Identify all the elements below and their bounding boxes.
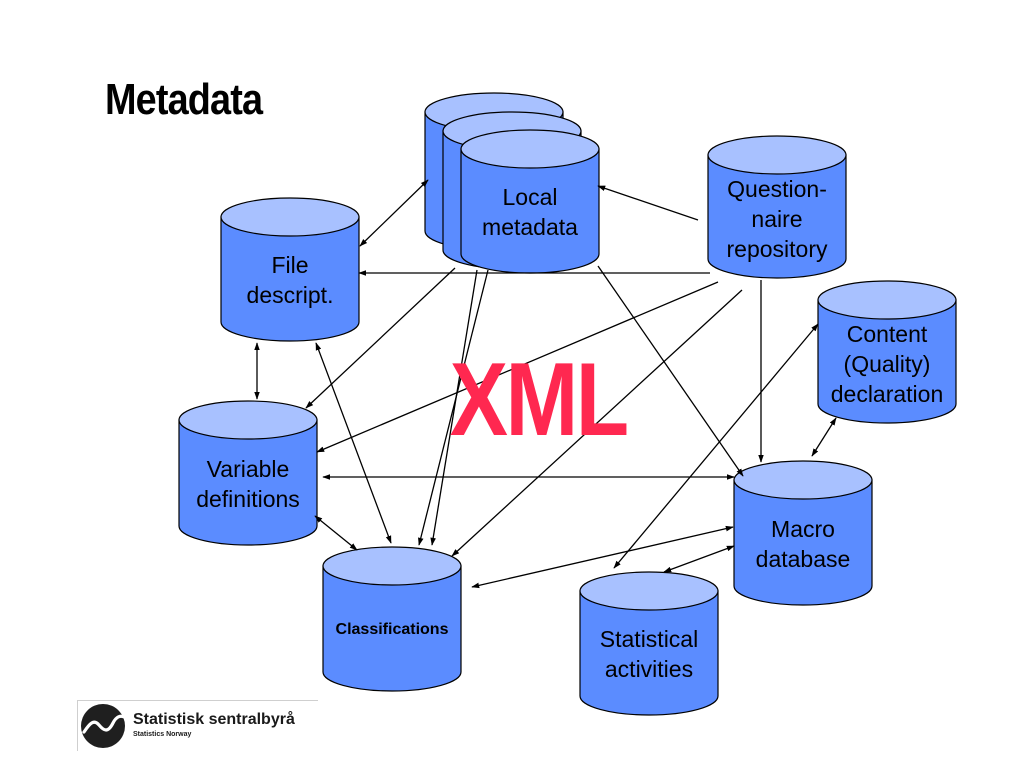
wave-logo-icon [81, 704, 126, 748]
label-variable-definitions: Variable definitions [196, 456, 300, 512]
cylinder-classifications [322, 546, 462, 692]
label-content-quality-declaration: Content (Quality) declaration [830, 321, 944, 407]
statistics-norway-logo: Statistisk sentralbyrå Statistics Norway [77, 700, 318, 751]
cylinder-content-quality-declaration [817, 280, 957, 424]
connector-file-descript-classifications [315, 342, 392, 544]
label-statistical-activities: Statistical activities [599, 626, 699, 682]
cylinder-variable-definitions [178, 400, 318, 546]
xml-watermark: XML [449, 342, 629, 458]
logo-subtitle: Statistics Norway [133, 731, 192, 738]
connector-questionnaire-to-local-metadata [597, 185, 699, 221]
label-local-metadata: Local metadata [482, 184, 578, 240]
label-questionnaire-repository: Question- naire repository [726, 176, 828, 262]
label-macro-database: Macro database [755, 516, 851, 572]
connector-statistical-activities-macro-database [663, 545, 735, 573]
cylinder-file-descript [220, 197, 360, 342]
connector-statistical-activities-content-declaration [613, 323, 819, 569]
logo-name: Statistisk sentralbyrå [133, 711, 295, 728]
label-classifications: Classifications [335, 621, 449, 638]
connector-local-metadata-to-classifications-a [418, 269, 489, 546]
connector-variable-definitions-classifications [314, 515, 358, 551]
label-file-descript: File descript. [246, 252, 334, 308]
connector-macro-database-content-declaration [811, 417, 837, 457]
connector-local-metadata-to-classifications-b [430, 269, 478, 546]
connector-file-descript-local-metadata [359, 179, 429, 247]
slide-title: Metadata [105, 75, 263, 124]
cylinder-questionnaire-repository [707, 135, 847, 279]
